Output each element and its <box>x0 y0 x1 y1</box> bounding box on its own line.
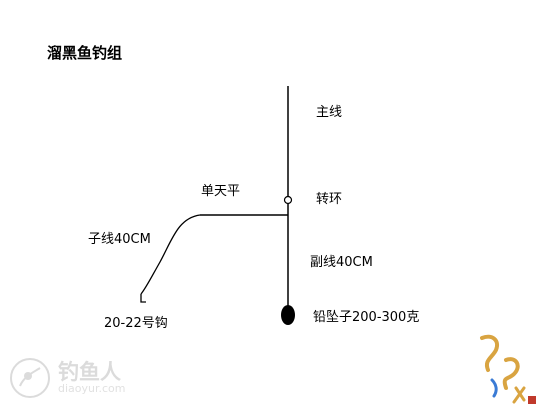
watermark-site: diaoyur.com <box>58 382 126 395</box>
watermark-logo-right <box>462 330 544 410</box>
watermark-brand: 钓鱼人 <box>58 360 121 384</box>
fisherman-logo-icon <box>10 358 50 398</box>
snell-line <box>140 214 201 295</box>
label-main-line: 主线 <box>316 105 343 120</box>
hook-shape <box>140 294 146 303</box>
diagram-title: 溜黑鱼钓组 <box>47 44 123 62</box>
label-hook: 20-22号钩 <box>104 316 168 331</box>
label-snell: 子线40CM <box>88 232 151 247</box>
swivel-ring <box>283 195 293 205</box>
watermark-logo-left: 钓鱼人 diaoyur.com <box>8 356 126 400</box>
calligraphy-logo-icon <box>480 334 536 404</box>
label-sinker: 铅坠子200-300克 <box>313 310 420 325</box>
label-single-arm: 单天平 <box>201 184 241 199</box>
sinker-weight <box>281 305 295 325</box>
label-secondary-line: 副线40CM <box>310 255 373 270</box>
label-swivel: 转环 <box>316 192 343 207</box>
